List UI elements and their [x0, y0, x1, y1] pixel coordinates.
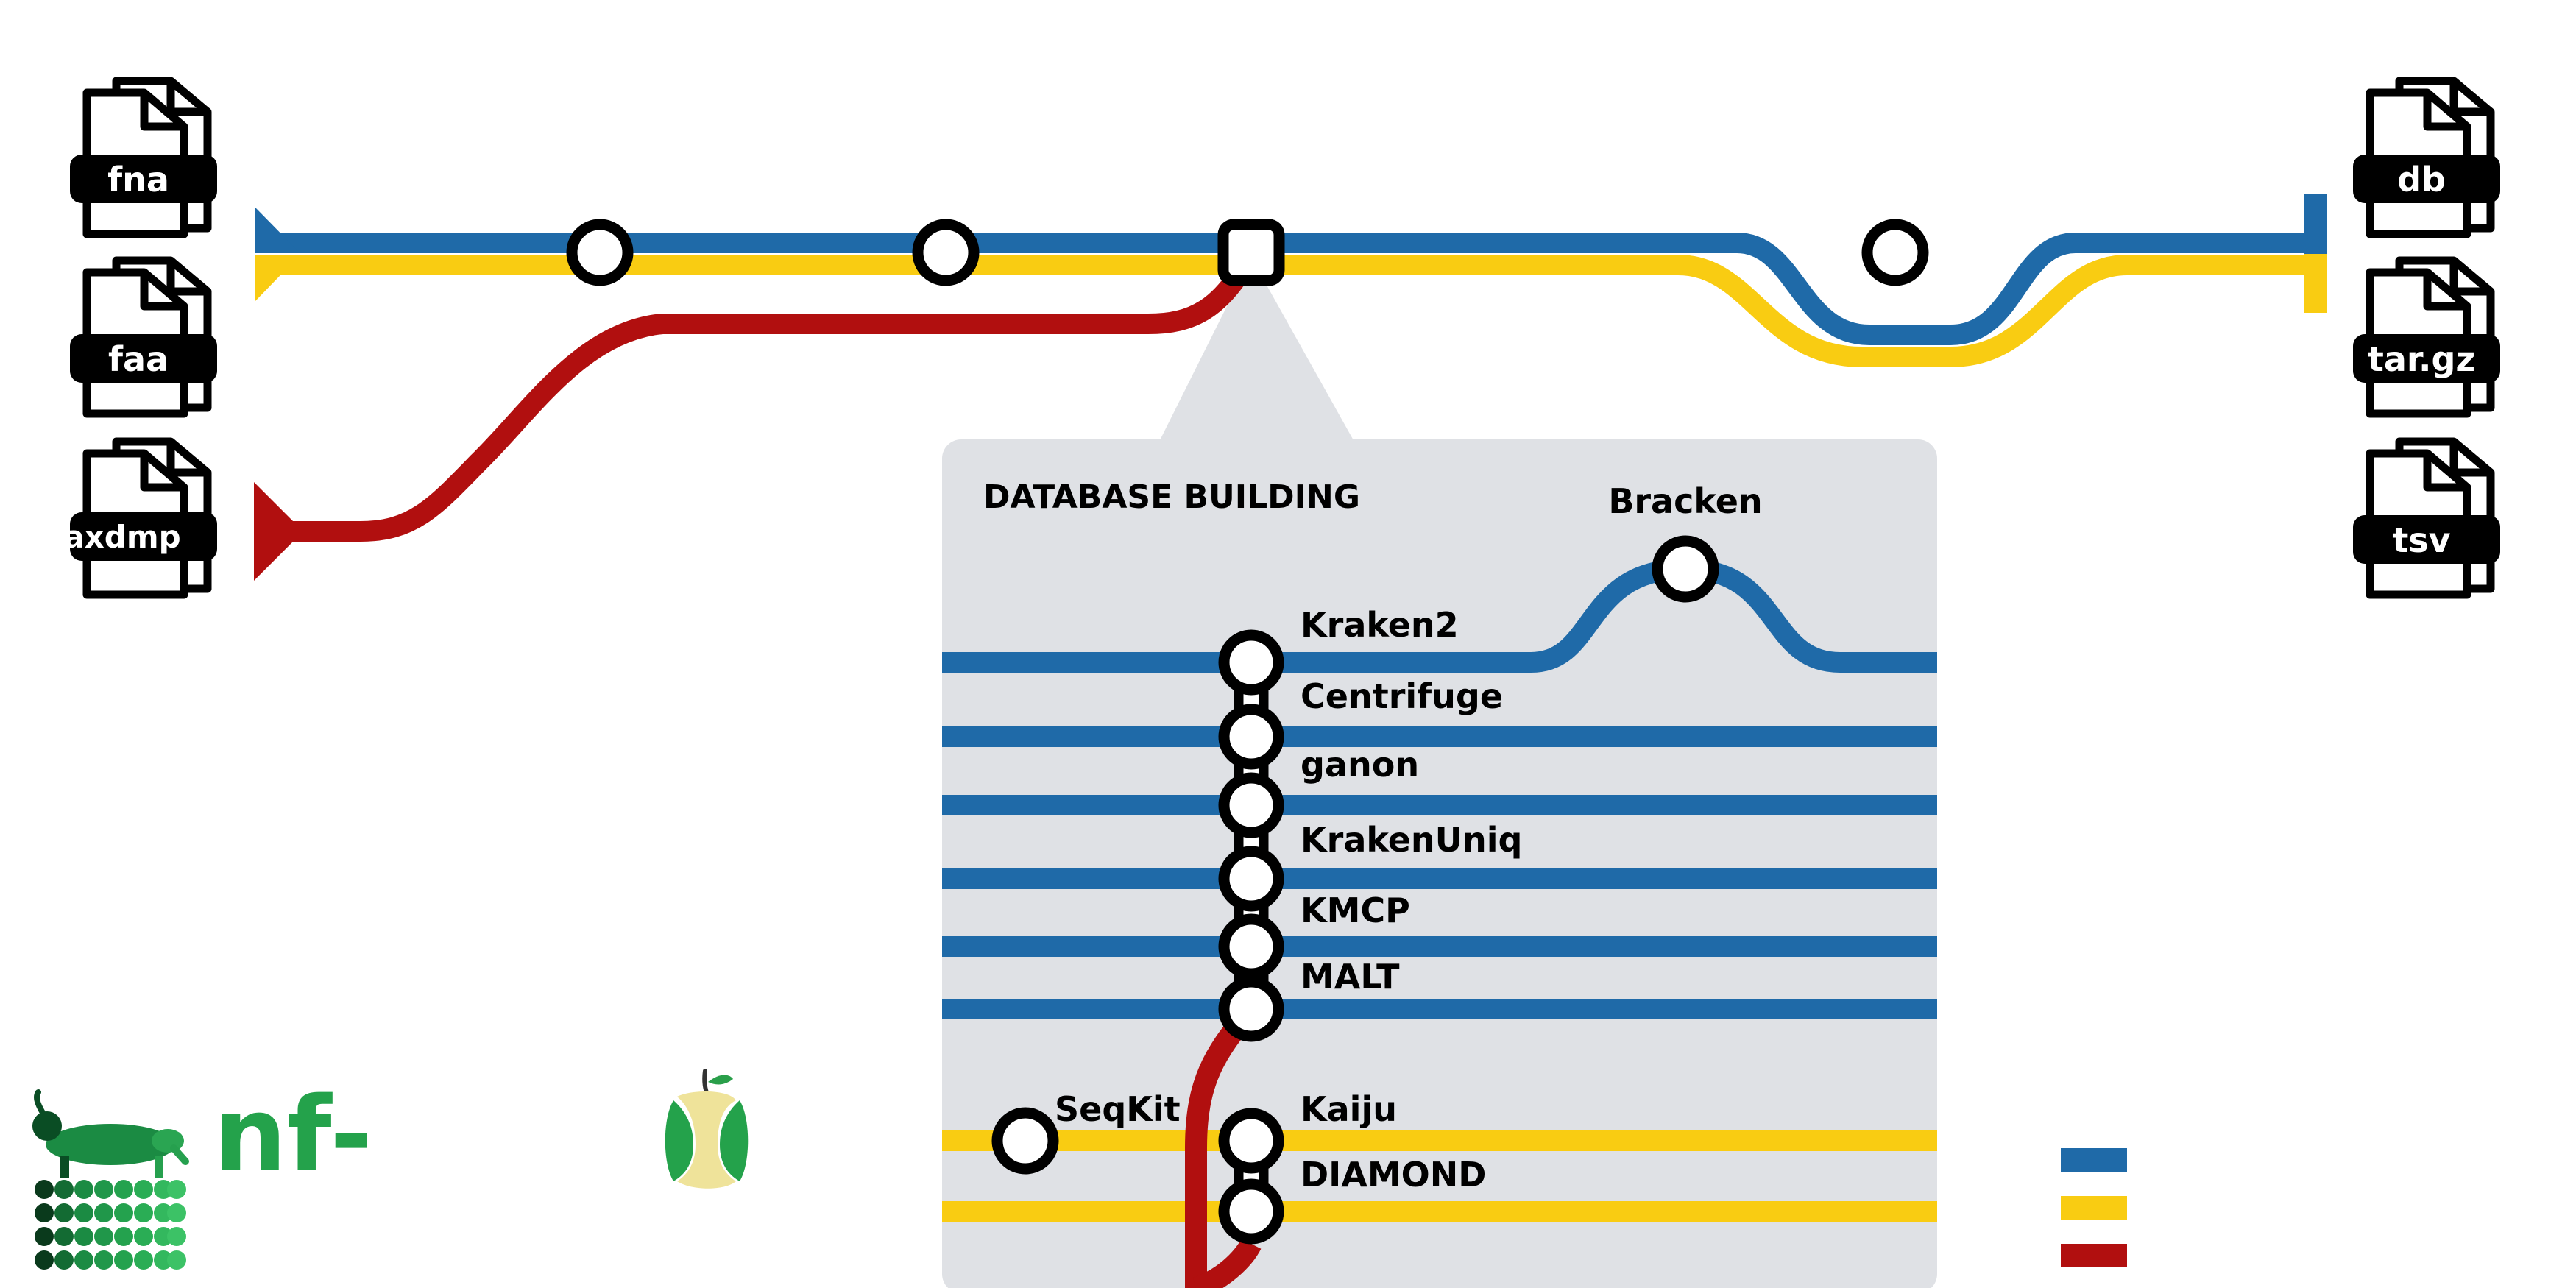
file-stack-icon — [2353, 77, 2500, 238]
taxonomy-line — [258, 249, 1261, 542]
tool-label-kraken2: Kraken2 — [1301, 605, 1459, 645]
nucleotide-line-ganon — [942, 795, 1937, 815]
file-stack-icon — [70, 77, 217, 238]
tool-label-malt: MALT — [1301, 957, 1400, 997]
input-file-taxdmp-label: taxdmp — [49, 519, 180, 555]
nucleotide-line-kmcp — [942, 936, 1937, 957]
legend-swatch-protein — [2061, 1196, 2127, 1220]
tool-label-kmcp: KMCP — [1301, 891, 1410, 930]
station — [566, 219, 634, 286]
station — [1218, 772, 1284, 838]
output-file-db-label: db — [2397, 160, 2446, 199]
logo-text: nf- — [213, 1075, 372, 1195]
tool-label-krakenuniq: KrakenUniq — [1301, 820, 1522, 860]
nucleotide-line — [258, 233, 2315, 345]
database-building-panel — [942, 439, 1937, 1288]
legend-swatch-taxonomy — [2061, 1244, 2127, 1267]
nucleotide-line-krakenuniq — [942, 868, 1937, 889]
station — [1218, 846, 1284, 912]
nucleotide-line-start — [255, 207, 300, 253]
tool-label-bracken: Bracken — [1608, 481, 1762, 521]
protein-line-start — [255, 255, 300, 302]
nucleotide-line-malt — [942, 999, 1937, 1019]
apple-core-icon — [665, 1069, 749, 1189]
station — [991, 1107, 1059, 1175]
dachshund-icon — [32, 1089, 189, 1178]
input-file-fna-label: fna — [107, 160, 169, 199]
protein-line — [258, 255, 2315, 367]
database-building-station — [1217, 219, 1285, 286]
protein-line-end — [2304, 254, 2327, 313]
output-file-targz: tar.gz — [2353, 256, 2500, 418]
tool-label-seqkit: SeqKit — [1055, 1089, 1181, 1129]
output-file-tsv: tsv — [2353, 437, 2500, 599]
input-file-faa: faa — [70, 256, 217, 418]
callout-pointer — [1159, 258, 1354, 442]
station — [1218, 1178, 1284, 1245]
tool-label-centrifuge: Centrifuge — [1301, 676, 1503, 716]
tool-label-diamond: DIAMOND — [1301, 1155, 1486, 1195]
station — [1218, 1108, 1284, 1174]
dna-coil-icon — [35, 1180, 186, 1270]
tool-label-kaiju: Kaiju — [1301, 1089, 1397, 1129]
output-file-tsv-label: tsv — [2392, 520, 2450, 560]
nucleotide-line-centrifuge — [942, 726, 1937, 747]
station — [1652, 535, 1719, 603]
taxonomy-line-start — [254, 482, 294, 581]
input-file-fna: fna — [70, 77, 217, 238]
file-stack-icon — [70, 256, 217, 418]
station — [1218, 913, 1284, 980]
output-file-targz-label: tar.gz — [2368, 339, 2475, 379]
station — [1218, 629, 1284, 696]
legend-swatch-nucleotide — [2061, 1148, 2127, 1172]
file-stack-icon — [70, 437, 217, 599]
station — [1218, 976, 1284, 1042]
station — [912, 219, 980, 286]
station — [1861, 219, 1929, 286]
file-stack-icon — [2353, 256, 2500, 418]
input-file-faa-label: faa — [108, 339, 169, 379]
output-file-db: db — [2353, 77, 2500, 238]
station — [1218, 704, 1284, 770]
protein-line-kaiju — [942, 1130, 1937, 1151]
nucleotide-line-end — [2304, 194, 2327, 254]
file-stack-icon — [2353, 437, 2500, 599]
panel-title: DATABASE BUILDING — [983, 478, 1360, 516]
protein-line-diamond — [942, 1201, 1937, 1222]
tool-label-ganon: ganon — [1301, 745, 1419, 785]
taxonomy-line-panel-branch — [1192, 1238, 1262, 1288]
input-file-taxdmp: taxdmp — [49, 437, 217, 599]
